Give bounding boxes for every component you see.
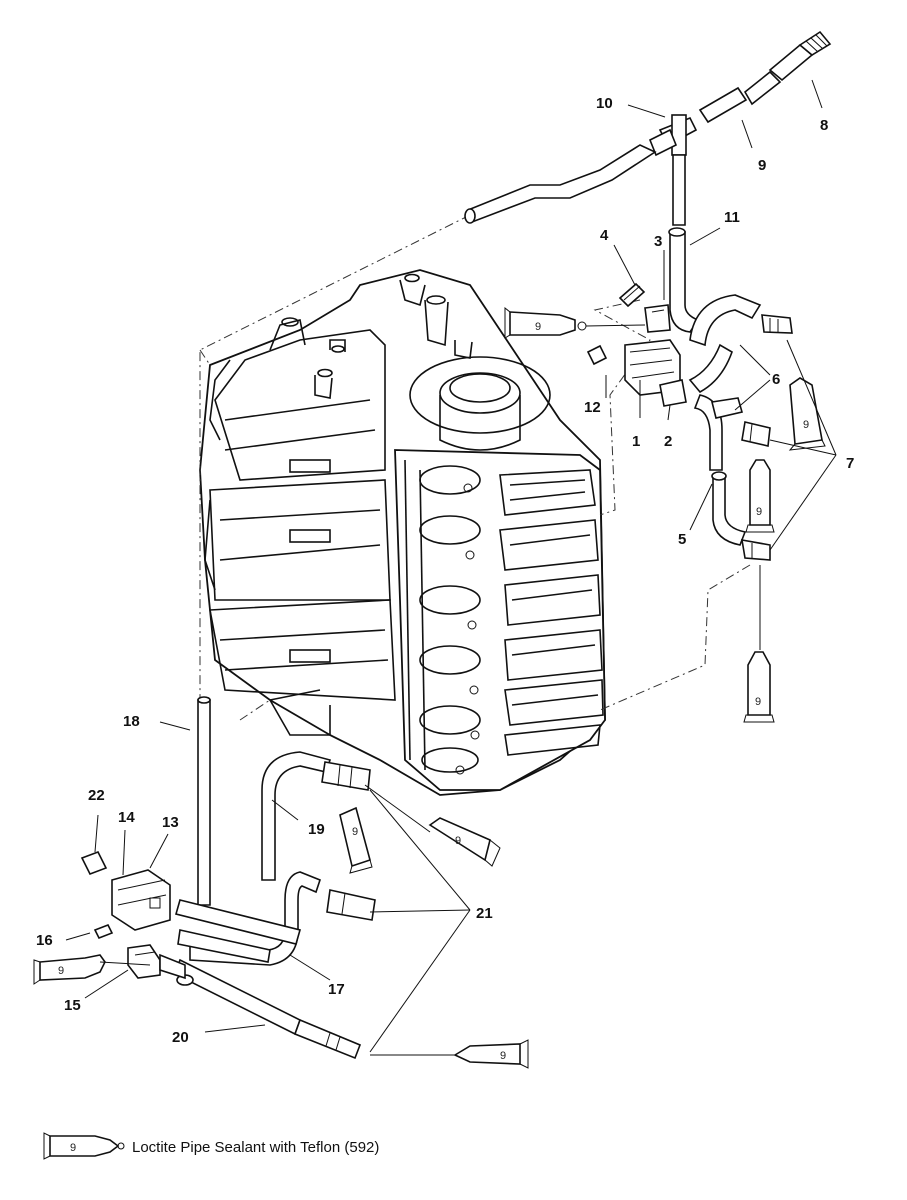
callout-15: 15 bbox=[64, 997, 81, 1014]
lower-hose-assembly bbox=[80, 696, 376, 1060]
leader-lines bbox=[65, 79, 837, 1056]
callout-13: 13 bbox=[162, 814, 179, 831]
callout-2: 2 bbox=[664, 433, 672, 450]
tube-number: 9 bbox=[803, 419, 809, 431]
legend-tube-number: 9 bbox=[70, 1142, 76, 1154]
callout-3: 3 bbox=[654, 233, 662, 250]
sealant-tube-icon: 9 bbox=[33, 954, 106, 985]
sealant-tube-icon: 9 bbox=[428, 817, 501, 867]
tee-fitting-10 bbox=[648, 114, 698, 157]
callout-18: 18 bbox=[123, 713, 140, 730]
callouts: 1 2 3 4 5 6 7 8 9 10 11 12 13 14 15 16 1… bbox=[36, 95, 854, 1046]
sealant-tubes: 9 9 9 9 9 9 bbox=[33, 306, 826, 1069]
callout-21: 21 bbox=[476, 905, 493, 922]
callout-22: 22 bbox=[88, 787, 105, 804]
sealant-tube-icon: 9 bbox=[743, 651, 775, 723]
callout-14: 14 bbox=[118, 809, 135, 826]
callout-19: 19 bbox=[308, 821, 325, 838]
tube-number: 9 bbox=[755, 696, 761, 708]
legend-text: Loctite Pipe Sealant with Teflon (592) bbox=[132, 1139, 379, 1156]
phantom-lines bbox=[199, 214, 751, 721]
callout-6: 6 bbox=[772, 371, 780, 388]
legend: 9 Loctite Pipe Sealant with Teflon (592) bbox=[43, 1132, 379, 1160]
fitting-8 bbox=[768, 30, 832, 82]
callout-7: 7 bbox=[846, 455, 854, 472]
tube-number: 9 bbox=[455, 835, 461, 847]
manifold-assembly bbox=[586, 282, 793, 561]
callout-5: 5 bbox=[678, 531, 686, 548]
callout-11: 11 bbox=[724, 209, 740, 226]
tube-number: 9 bbox=[500, 1050, 506, 1062]
tube-number: 9 bbox=[756, 506, 762, 518]
sealant-tube-icon: 9 bbox=[453, 1039, 529, 1069]
cylinder-block bbox=[199, 269, 606, 796]
callout-20: 20 bbox=[172, 1029, 189, 1046]
sealant-tube-icon: 9 bbox=[745, 459, 775, 533]
callout-12: 12 bbox=[584, 399, 601, 416]
tube-number: 9 bbox=[535, 321, 541, 333]
sealant-tube-icon: 9 bbox=[339, 806, 373, 874]
callout-4: 4 bbox=[600, 227, 609, 244]
sealant-tube-icon: 9 bbox=[504, 306, 587, 339]
tube-number: 9 bbox=[352, 826, 358, 838]
sealant-tube-icon: 9 bbox=[788, 377, 826, 451]
callout-17: 17 bbox=[328, 981, 345, 998]
callout-9: 9 bbox=[758, 157, 766, 174]
callout-16: 16 bbox=[36, 932, 53, 949]
callout-1: 1 bbox=[632, 433, 640, 450]
tube-number: 9 bbox=[58, 965, 64, 977]
upper-hose-assembly bbox=[464, 30, 832, 333]
callout-8: 8 bbox=[820, 117, 828, 134]
legend-sealant-tube-icon: 9 bbox=[43, 1132, 125, 1160]
callout-10: 10 bbox=[596, 95, 613, 112]
